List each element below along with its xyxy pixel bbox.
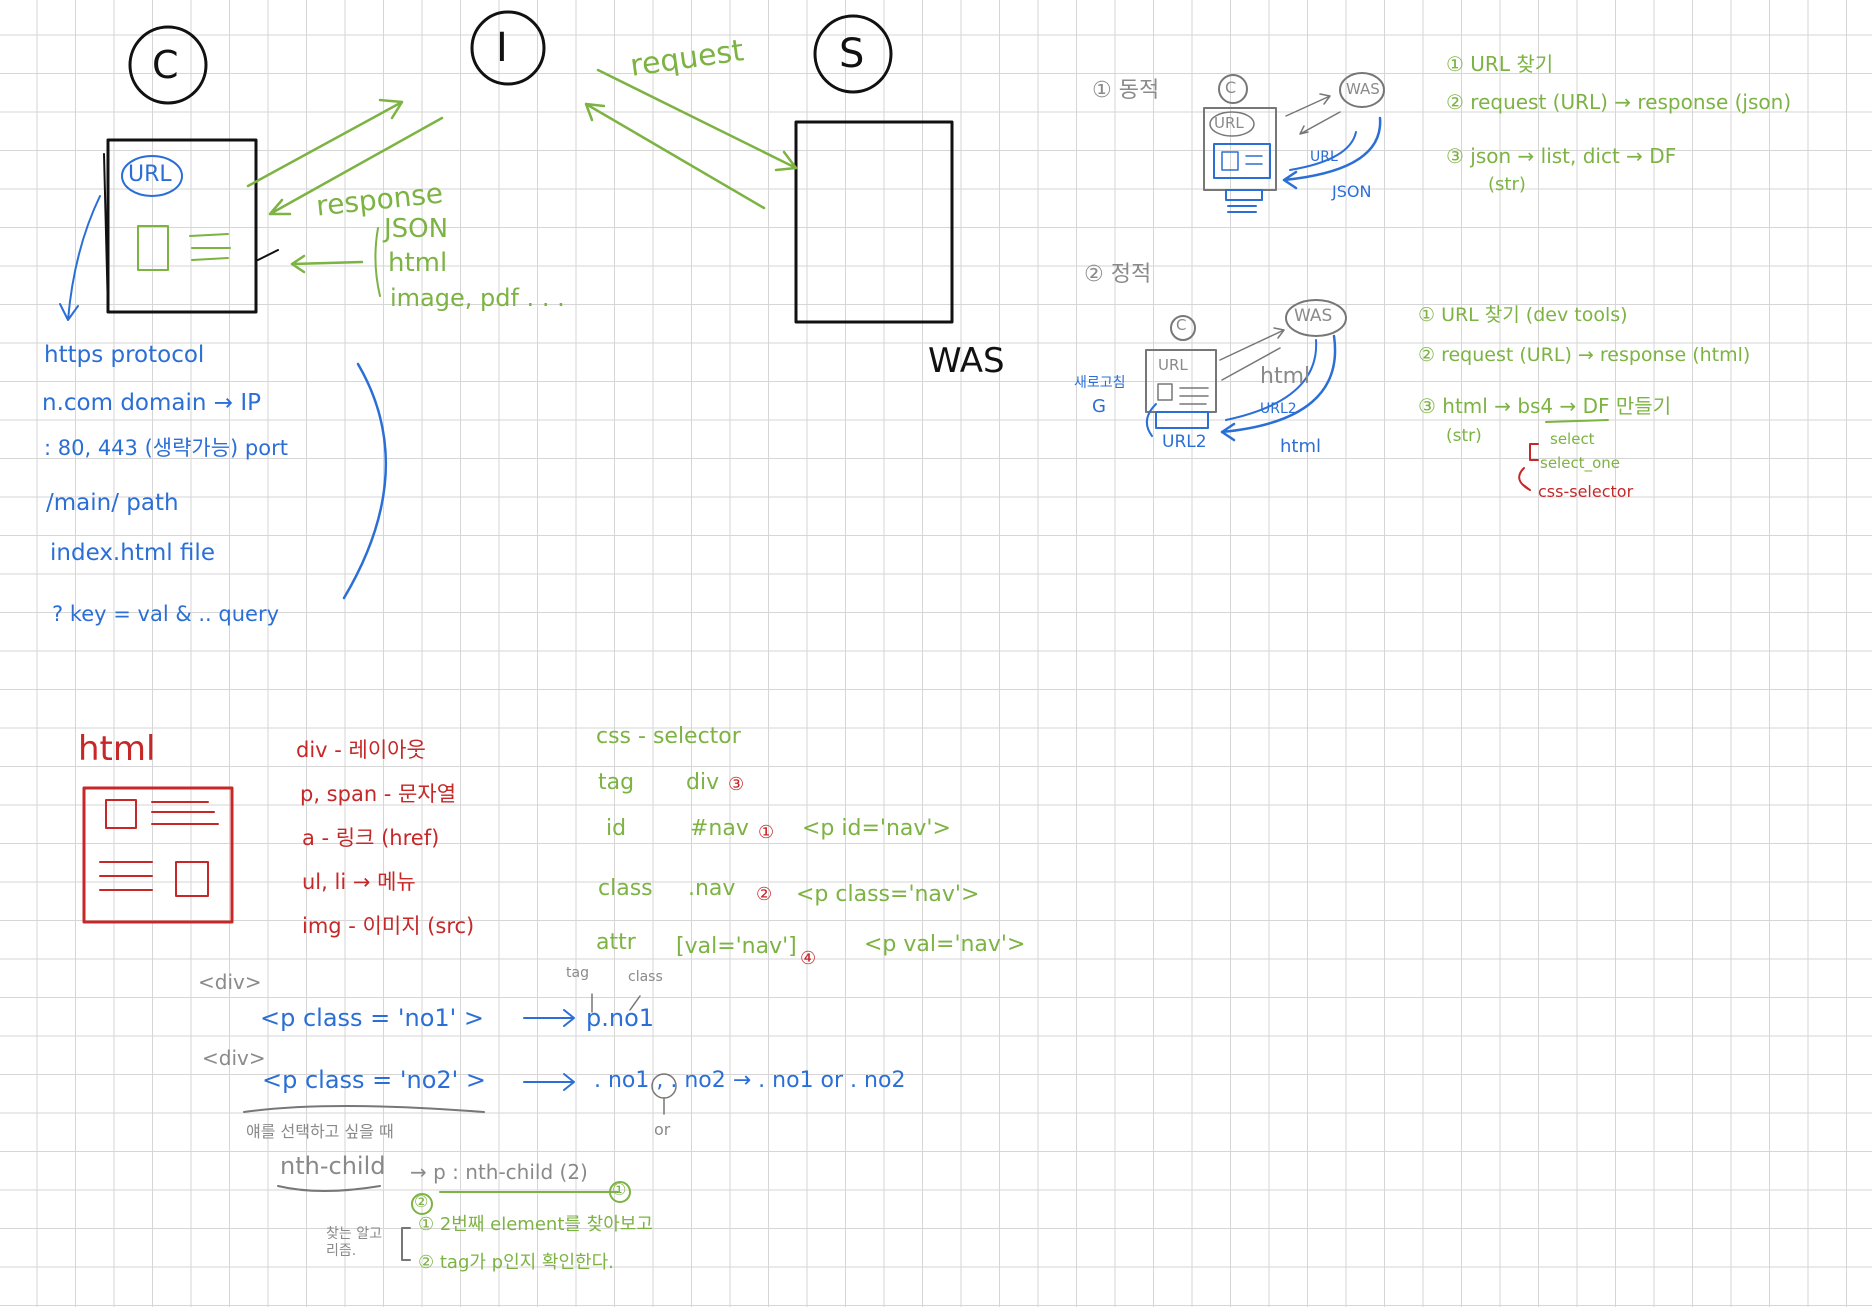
url-part-protocol: https protocol — [44, 342, 205, 368]
client-circle — [128, 25, 208, 105]
resp-type-html: html — [388, 248, 448, 278]
dynamic-json-arrow: JSON — [1332, 182, 1372, 201]
example-result-1: p.no1 — [586, 1004, 655, 1032]
dynamic-step-str: (str) — [1488, 174, 1526, 195]
nth-child-label: nth-child — [280, 1152, 386, 1180]
static-select: select — [1550, 430, 1595, 448]
client-box — [106, 138, 258, 314]
static-css-selector: css-selector — [1538, 482, 1634, 501]
static-select-one: select_one — [1540, 454, 1620, 472]
example-tag-note: tag — [566, 965, 589, 981]
css-selector-title: css - selector — [596, 724, 741, 749]
dynamic-was: WAS — [1346, 80, 1380, 98]
css-row-tag-num: ③ — [728, 774, 745, 795]
html-tag-img: img - 이미지 (src) — [302, 914, 475, 938]
static-step-1: ① URL 찾기 (dev tools) — [1418, 304, 1628, 326]
css-row-attr-num: ④ — [800, 948, 817, 969]
static-step-3: ③ html → bs4 → DF 만들기 — [1418, 394, 1672, 418]
nth-step-circle-1: ① — [612, 1180, 627, 1199]
example-or-note: or — [654, 1120, 671, 1139]
url-part-path: /main/ path — [46, 490, 179, 516]
nth-step-circle-2: ② — [414, 1192, 429, 1211]
static-url: URL — [1158, 356, 1188, 374]
was-label: WAS — [928, 341, 1005, 381]
css-row-class-label: class — [598, 876, 653, 901]
static-c: C — [1176, 316, 1187, 334]
url-part-domain: n.com domain → IP — [42, 390, 262, 416]
css-row-attr-sel: [val='nav'] — [676, 934, 797, 959]
server-node: S — [839, 31, 865, 77]
static-html-arrow: html — [1280, 436, 1322, 457]
resp-type-image: image, pdf . . . — [390, 284, 565, 312]
url-part-file: index.html file — [50, 540, 215, 566]
algorithm-step-2: ② tag가 p인지 확인한다. — [418, 1252, 614, 1273]
html-tag-div: div - 레이아웃 — [296, 738, 426, 762]
css-row-tag-sel: div — [686, 770, 720, 795]
static-step-str: (str) — [1446, 426, 1482, 446]
html-tag-ul: ul, li → 메뉴 — [302, 870, 416, 894]
example-line-2: <p class = 'no2' > — [262, 1066, 487, 1094]
css-row-class-example: <p class='nav'> — [796, 882, 980, 907]
algorithm-note: 찾는 알고리즘. — [326, 1226, 382, 1259]
css-row-id-example: <p id='nav'> — [802, 816, 951, 841]
example-div-2: <div> — [202, 1046, 266, 1070]
static-side-g: G — [1092, 396, 1106, 417]
dynamic-url: URL — [1214, 114, 1244, 132]
css-row-class-sel: .nav — [688, 876, 736, 901]
static-url2: URL2 — [1162, 432, 1207, 452]
server-circle — [813, 14, 893, 94]
static-url2-arrow: URL2 — [1260, 401, 1297, 417]
example-line-1: <p class = 'no1' > — [260, 1004, 485, 1032]
css-row-attr-label: attr — [596, 930, 636, 955]
css-row-tag-label: tag — [598, 770, 635, 795]
internet-circle — [470, 10, 546, 86]
url-part-port: : 80, 443 (생략가능) port — [44, 436, 288, 460]
css-row-attr-example: <p val='nav'> — [864, 932, 1026, 957]
example-div-1: <div> — [198, 970, 262, 994]
client-node: C — [152, 43, 179, 87]
url-label: URL — [128, 162, 172, 187]
static-was: WAS — [1294, 306, 1333, 326]
static-side-refresh: 새로고침 — [1074, 375, 1126, 391]
static-title: ② 정적 — [1084, 262, 1152, 287]
example-result-2: . no1 , . no2 → . no1 or . no2 — [594, 1068, 906, 1093]
example-class-note: class — [628, 969, 663, 985]
html-title: html — [78, 729, 156, 769]
static-step-2: ② request (URL) → response (html) — [1418, 344, 1751, 366]
example-korean-note: 얘를 선택하고 싶을 때 — [246, 1122, 394, 1141]
dynamic-c: C — [1225, 78, 1237, 97]
css-row-class-num: ② — [756, 884, 773, 905]
html-tag-p: p, span - 문자열 — [300, 782, 457, 806]
css-row-id-num: ① — [758, 822, 775, 843]
server-box — [794, 120, 954, 324]
internet-node: I — [496, 25, 508, 71]
dynamic-step-2: ② request (URL) → response (json) — [1446, 90, 1792, 114]
dynamic-title: ① 동적 — [1092, 78, 1160, 103]
dynamic-url-arrow: URL — [1310, 149, 1338, 165]
html-tag-a: a - 링크 (href) — [302, 826, 440, 850]
static-html-label: html — [1260, 364, 1311, 389]
dynamic-step-3: ③ json → list, dict → DF — [1446, 144, 1677, 168]
dynamic-step-1: ① URL 찾기 — [1446, 52, 1554, 76]
nth-child-result: → p : nth-child (2) — [410, 1160, 588, 1184]
url-part-query: ? key = val & .. query — [52, 602, 280, 626]
resp-type-json: JSON — [384, 214, 449, 244]
css-row-id-sel: #nav — [690, 816, 749, 841]
css-row-id-label: id — [606, 816, 627, 841]
algorithm-step-1: ① 2번째 element를 찾아보고 — [418, 1214, 653, 1235]
